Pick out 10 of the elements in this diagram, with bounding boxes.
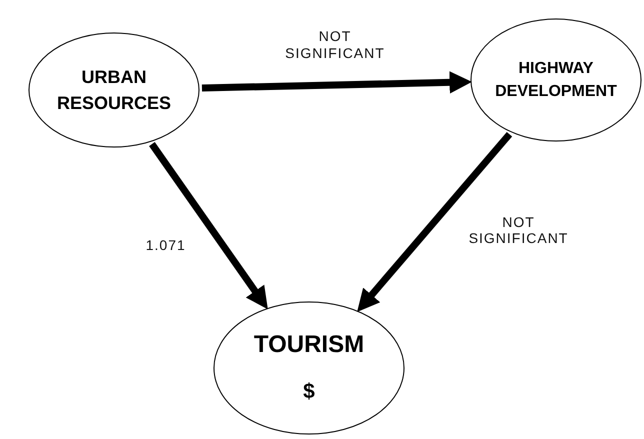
node-label: TOURISM <box>254 330 364 360</box>
arrow <box>202 71 472 94</box>
oval-node <box>213 301 405 435</box>
arrow <box>149 142 268 310</box>
node-label: URBAN RESOURCES <box>56 66 172 115</box>
oval-node <box>470 18 642 142</box>
currency-symbol: $ <box>303 379 315 406</box>
oval-node <box>28 32 200 148</box>
node-label: HIGHWAY DEVELOPMENT <box>494 58 618 102</box>
arrow <box>357 132 512 312</box>
